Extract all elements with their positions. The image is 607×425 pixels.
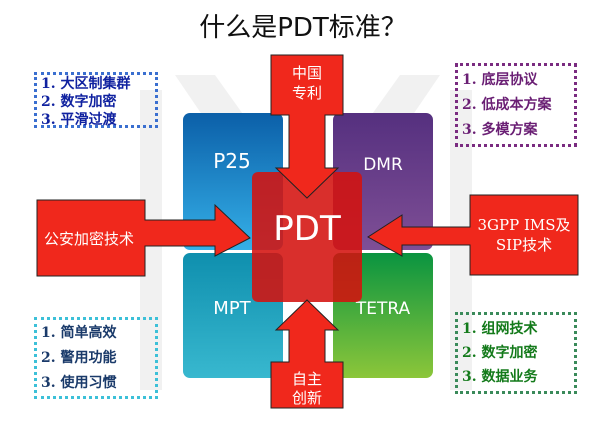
note-item: 1. 大区制集群 [41,76,131,92]
note-item: 3. 数据业务 [462,369,538,385]
tetra-label: TETRA [355,299,411,319]
note-item: 2. 数字加密 [41,94,117,110]
bottom-arrow-line2: 创新 [292,389,322,407]
note-item: 2. 数字加密 [462,345,538,361]
bottom-arrow-line1: 自主 [292,370,322,388]
note-item: 1. 底层协议 [462,72,538,88]
right-arrow-line2: SIP技术 [496,236,552,254]
right-arrow-line1: 3GPP IMS及 [477,216,570,234]
right-arrow [367,194,579,276]
top-arrow-line1: 中国 [292,64,322,82]
p25-notes: 1. 大区制集群 2. 数字加密 3. 平滑过渡 [34,72,158,128]
tetra-notes: 1. 组网技术 2. 数字加密 3. 数据业务 [455,312,577,394]
pdt-block [252,172,362,302]
note-item: 2. 警用功能 [41,350,117,366]
dmr-label: DMR [363,155,403,175]
bottom-arrow [270,299,344,409]
mpt-label: MPT [213,298,251,319]
dmr-notes: 1. 底层协议 2. 低成本方案 3. 多模方案 [455,63,577,147]
left-arrow [36,199,251,277]
note-item: 1. 组网技术 [462,321,538,337]
top-arrow [270,54,344,199]
mpt-notes: 1. 简单高效 2. 警用功能 3. 使用习惯 [34,317,158,399]
pdt-label: PDT [273,209,341,249]
left-arrow-label: 公安加密技术 [44,230,134,248]
note-item: 3. 平滑过渡 [41,112,117,128]
page-title: 什么是PDT标准？ [199,13,407,43]
note-item: 3. 使用习惯 [41,375,117,391]
note-item: 1. 简单高效 [41,325,117,341]
p25-label: P25 [213,149,251,173]
top-arrow-line2: 专利 [292,84,322,102]
note-item: 2. 低成本方案 [462,97,552,113]
note-item: 3. 多模方案 [462,122,538,138]
